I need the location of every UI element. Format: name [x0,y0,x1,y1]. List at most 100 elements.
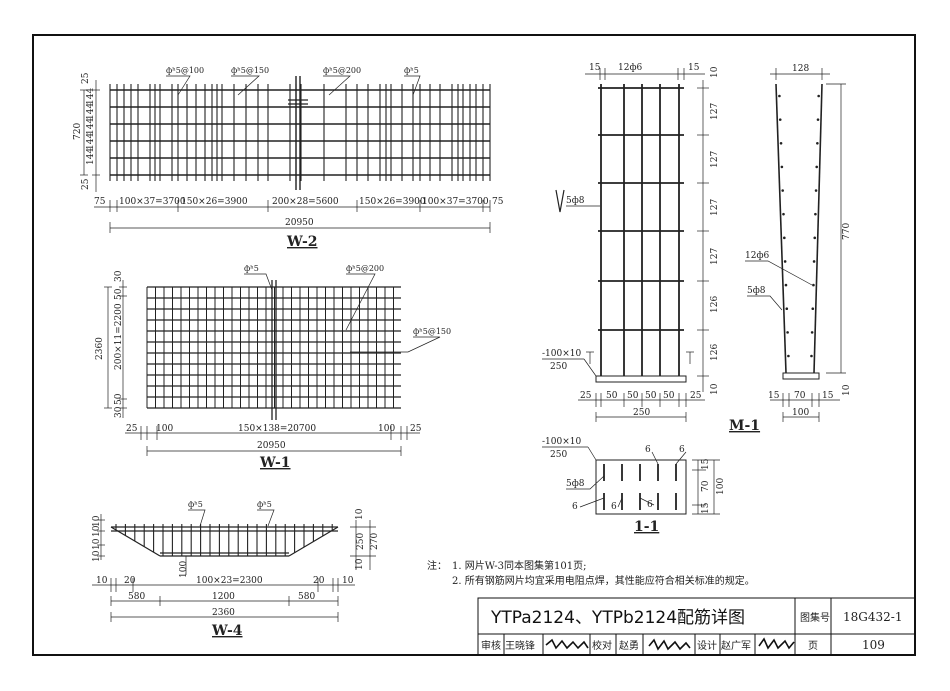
w2-drawing: фʰ5@100 фʰ5@150 фʰ5@200 фʰ5 25 720 144 1… [73,66,504,250]
m1-side-right-small: 10 [842,384,852,396]
w2-total: 20950 [285,218,314,228]
s11-title: 1-1 [634,519,659,535]
sheet-border [32,34,916,656]
w4-total: 2360 [212,608,235,618]
m1-top-dim-3: 15 [688,63,700,73]
w4-right-dim-4: 10 [355,558,365,570]
designer-name: 赵广军 [721,639,751,652]
w4-left-dim-1: 10 [92,515,102,527]
w2-label-4: фʰ5 [404,66,419,75]
title-block: YTPa2124、YTPb2124配筋详图 图集号 18G432-1 审核 王晓… [477,597,916,656]
m1-side-bot-dim-2: 70 [794,391,806,401]
s11-right-dim-3: 15 [701,502,711,514]
w4-bot-dim-2: 20 [124,576,136,586]
atlas-number: 18G432-1 [843,610,902,624]
m1-right-dim-1: 127 [710,103,720,120]
w2-left-dim-6: 144 [86,133,96,150]
s11-total: 100 [716,478,726,495]
s11-plate-sub: 250 [550,450,567,460]
w4-left-dim-4: 10 [92,550,102,562]
w4-bot-dim-3: 100×23=2300 [196,576,263,586]
w4-title: W-4 [211,623,243,639]
m1-top-dim-4: 10 [710,66,720,78]
m1-plate-label: -100×10 [542,349,581,359]
w2-bot-dim-5: 150×26=3900 [359,197,426,207]
w2-left-dim-3: 144 [86,88,96,105]
w2-bot-dim-7: 75 [492,197,504,207]
m1-bot-dim-4: 50 [645,391,657,401]
w2-left-dim-5: 144 [86,118,96,135]
w2-left-dim-7: 144 [86,148,96,165]
w2-label-2: фʰ5@150 [231,66,269,75]
w2-mesh [109,76,491,190]
w2-bot-dim-2: 100×37=3700 [119,197,186,207]
m1-side-height-dim: 770 [842,223,852,240]
s11-plate-label: -100×10 [542,437,581,447]
m1-right-dim-2: 127 [710,151,720,168]
w1-label-2: фʰ5@200 [346,264,384,273]
s11-label-1: 6 [645,445,651,455]
w1-left-dim-1: 30 [114,270,124,282]
page-label: 页 [808,640,818,652]
w4-right-dim-3: 270 [370,533,380,550]
w1-bot-dim-5: 25 [410,424,422,434]
w4-bot2-dim-1: 580 [128,592,145,602]
design-label: 设计 [697,639,717,652]
w4-drawing: фʰ5 фʰ5 100 10 10 10 10 10 250 270 10 [92,500,380,639]
w1-total: 20950 [257,441,286,451]
m1-side-label-b: 5ф8 [747,286,766,296]
w4-bot2-dim-3: 580 [298,592,315,602]
reviewer-name: 王晓锋 [505,639,535,652]
reviewer-signature [545,638,589,650]
w1-bot-dim-3: 150×138=20700 [238,424,316,434]
w1-title: W-1 [259,455,291,471]
section11-drawing: -100×10 250 6 6 5ф8 6 6 6 15 70 15 100 1… [542,437,726,535]
s11-label-4: 6 [572,502,578,512]
drawing-title: YTPa2124、YTPb2124配筋详图 [490,608,745,628]
check-label: 校对 [592,639,612,652]
review-label: 审核 [481,639,501,652]
m1-right-dim-5: 126 [710,296,720,313]
w2-label-1: фʰ5@100 [166,66,204,75]
w1-label-1: фʰ5 [244,264,259,273]
s11-label-2: 6 [679,445,685,455]
w4-bot-dim-1: 10 [96,576,108,586]
m1-side-bot-dim-1: 15 [768,391,780,401]
m1-side-bot-dim-3: 15 [822,391,834,401]
w1-left-dim-2: 50 [114,288,124,300]
w1-left-dim-6: 30 [114,406,124,418]
s11-label-3: 5ф8 [566,479,585,489]
w2-left-dim-2: 720 [73,123,83,140]
s11-label-6: 6 [647,500,653,510]
w2-title: W-2 [286,234,318,250]
m1-bot-dim-1: 25 [580,391,592,401]
s11-label-5: 6 [611,502,617,512]
w4-inner-dim: 100 [179,561,189,578]
m1-side-top-dim: 128 [792,64,809,74]
m1-stirrup-label: 5ф8 [566,196,585,206]
w2-left-dim-1: 25 [81,72,91,84]
m1-side-total: 100 [792,408,809,418]
w4-right-dim-2: 250 [356,533,366,550]
w1-left-dim-3: 2360 [95,337,105,360]
w1-mesh [146,280,401,420]
w2-bot-dim-4: 200×28=5600 [272,197,339,207]
w1-label-3: фʰ5@150 [413,327,451,336]
w4-bot2-dim-2: 1200 [212,592,235,602]
w4-bot-dim-4: 20 [313,576,325,586]
w2-left-dim-4: 144 [86,103,96,120]
m1-side-bars [778,94,820,358]
m1-right-dim-7: 10 [710,383,720,395]
note-2: 2. 所有钢筋网片均宜采用电阻点焊，其性能应符合相关标准的规定。 [452,574,755,587]
page-number: 109 [862,638,885,652]
w1-bot-dim-2: 100 [156,424,173,434]
m1-front-cage [598,84,684,376]
m1-right-dim-6: 126 [710,344,720,361]
notes-prefix: 注： [427,559,447,572]
m1-right-dim-4: 127 [710,248,720,265]
m1-plate-sub: 250 [550,362,567,372]
m1-bot-dim-6: 25 [690,391,702,401]
w2-bot-dim-6: 100×37=3700 [422,197,489,207]
w4-left-dim-2: 10 [92,525,102,537]
